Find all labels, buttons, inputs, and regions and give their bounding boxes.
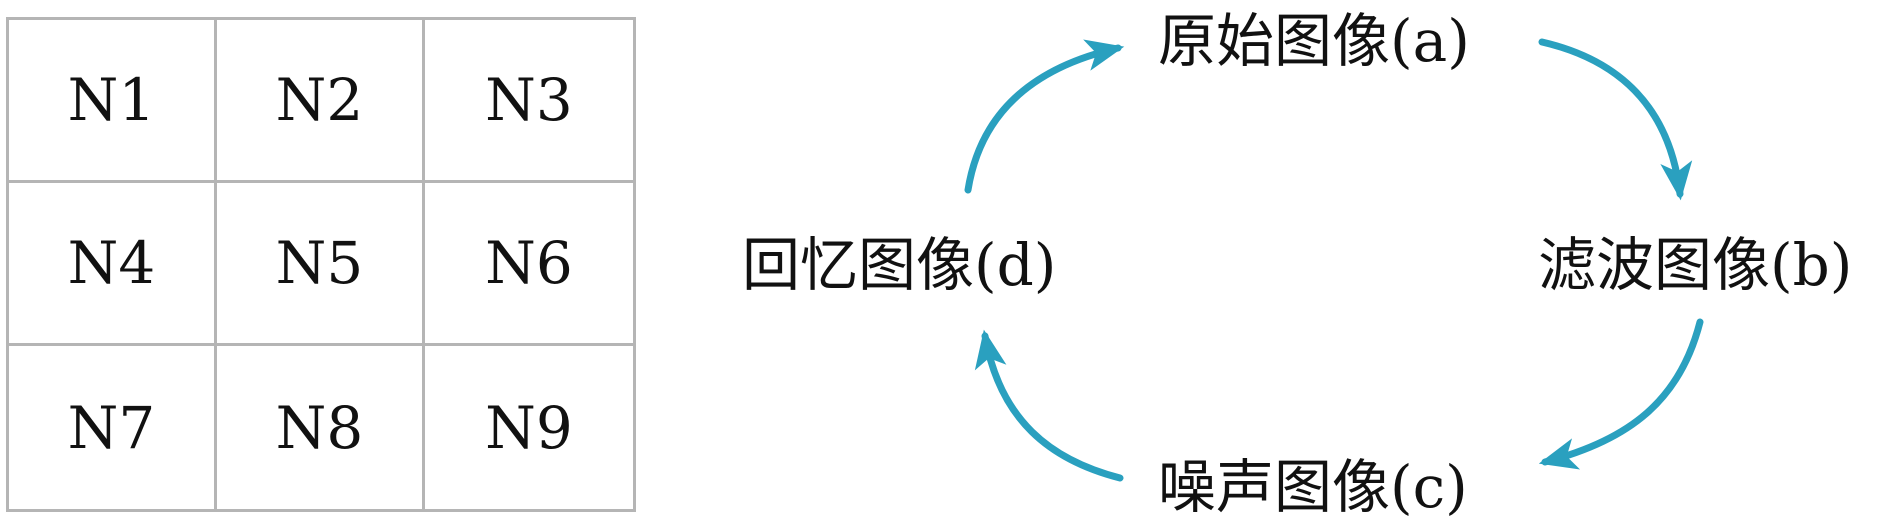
grid-cell-n5: N5: [217, 183, 425, 346]
grid-cell-n3: N3: [425, 20, 633, 183]
grid-cell-n8: N8: [217, 346, 425, 509]
label-original-image: 原始图像(a): [1158, 7, 1470, 75]
label-noise-image: 噪声图像(c): [1158, 453, 1468, 521]
arrow-a-to-b: [1538, 38, 1693, 201]
label-filtered-image: 滤波图像(b): [1538, 231, 1853, 299]
grid-cell-n2: N2: [217, 20, 425, 183]
grid-cell-n9: N9: [485, 393, 573, 462]
neighborhood-grid: N1 N2 N3 N4 N5 N6 N7 N8 N9: [6, 17, 636, 512]
arrow-b-to-c: [1538, 318, 1704, 470]
grid-cell-n4: N4: [9, 183, 217, 346]
grid-cell-n1: N1: [9, 20, 217, 183]
arrow-c-to-d: [974, 329, 1124, 482]
label-recalled-image: 回忆图像(d): [742, 231, 1057, 299]
arrow-d-to-a: [964, 39, 1125, 194]
grid-cell-n7: N7: [9, 346, 217, 509]
grid-cell-n6: N6: [425, 183, 633, 346]
